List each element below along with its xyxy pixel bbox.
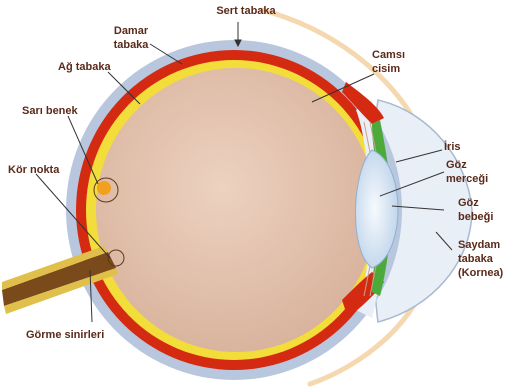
label-cornea: Saydam tabaka (Kornea) [458, 238, 503, 280]
label-lens: Göz merceği [446, 158, 488, 186]
vitreous-body [96, 68, 376, 352]
label-macula: Sarı benek [22, 104, 78, 118]
label-cornea-line2: tabaka [458, 252, 503, 266]
label-cornea-line1: Saydam [458, 238, 503, 252]
label-pupil: Göz bebeği [458, 196, 493, 224]
label-lens-line1: Göz [446, 158, 488, 172]
label-pupil-line1: Göz [458, 196, 493, 210]
label-pupil-line2: bebeği [458, 210, 493, 224]
label-vitreous-line2: cisim [372, 62, 405, 76]
label-blind-spot: Kör nokta [8, 163, 59, 177]
label-lens-line2: merceği [446, 172, 488, 186]
label-vitreous-line1: Camsı [372, 48, 405, 62]
label-choroid-line1: Damar [104, 24, 158, 38]
label-choroid-line2: tabaka [104, 38, 158, 52]
macula [97, 181, 111, 195]
label-cornea-line3: (Kornea) [458, 266, 503, 280]
label-retina: Ağ tabaka [58, 60, 111, 74]
label-choroid: Damar tabaka [104, 24, 158, 52]
label-vitreous: Camsı cisim [372, 48, 405, 76]
label-optic-nerves: Görme sinirleri [26, 328, 104, 342]
label-iris: İris [444, 140, 461, 154]
label-sclera: Sert tabaka [204, 4, 288, 18]
